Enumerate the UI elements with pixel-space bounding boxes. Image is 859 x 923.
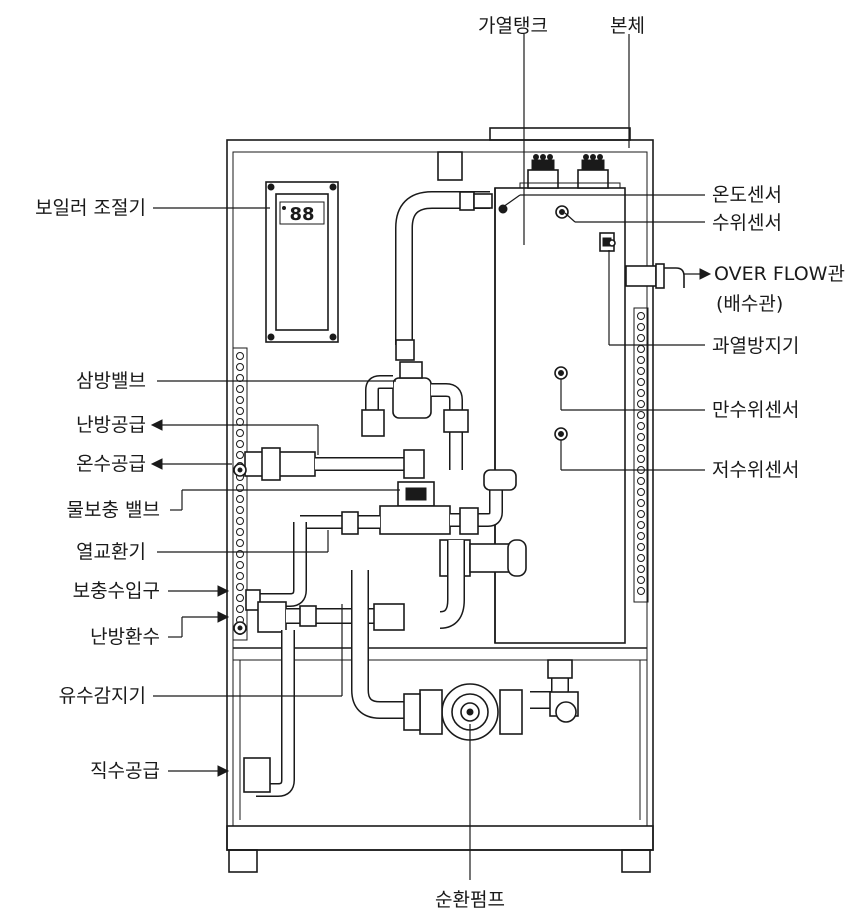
left-vent-strip bbox=[232, 347, 248, 641]
vent-hole bbox=[236, 396, 244, 404]
vent-hole bbox=[236, 517, 244, 525]
vent-hole bbox=[637, 334, 645, 342]
label-direct-water-supply: 직수공급 bbox=[90, 760, 160, 782]
label-overflow-pipe: OVER FLOW관 bbox=[714, 263, 845, 285]
label-heat-exchanger: 열교환기 bbox=[76, 541, 146, 563]
left-vent-holes bbox=[236, 352, 244, 635]
overheat-protector-icon bbox=[599, 232, 616, 252]
label-hot-water-supply: 온수공급 bbox=[76, 453, 146, 475]
label-heating-return: 난방환수 bbox=[90, 626, 160, 648]
vent-hole bbox=[236, 363, 244, 371]
vent-hole bbox=[637, 378, 645, 386]
vent-hole bbox=[637, 400, 645, 408]
label-three-way-valve: 삼방밸브 bbox=[76, 370, 146, 392]
full-level-sensor-icon bbox=[554, 366, 568, 380]
label-flow-detector: 유수감지기 bbox=[59, 685, 146, 707]
vent-hole bbox=[236, 528, 244, 536]
leader-lines bbox=[150, 34, 712, 880]
vent-hole bbox=[637, 488, 645, 496]
vent-hole bbox=[637, 532, 645, 540]
vent-hole bbox=[236, 605, 244, 613]
label-full-level-sensor: 만수위센서 bbox=[712, 399, 799, 421]
vent-hole bbox=[236, 506, 244, 514]
label-overheat-protector: 과열방지기 bbox=[712, 335, 799, 357]
vent-hole bbox=[637, 554, 645, 562]
vent-hole bbox=[637, 444, 645, 452]
cabinet-frame bbox=[226, 127, 654, 873]
vent-hole bbox=[236, 484, 244, 492]
vent-hole bbox=[236, 495, 244, 503]
label-low-level-sensor: 저수위센서 bbox=[712, 459, 799, 481]
vent-hole bbox=[637, 411, 645, 419]
vent-hole bbox=[637, 455, 645, 463]
overflow-pipe bbox=[625, 263, 685, 289]
low-level-sensor-icon bbox=[554, 427, 568, 441]
vent-hole bbox=[236, 550, 244, 558]
vent-hole bbox=[236, 352, 244, 360]
label-temp-sensor: 온도센서 bbox=[712, 184, 782, 206]
vent-hole bbox=[637, 433, 645, 441]
piping bbox=[233, 191, 579, 797]
label-drain-pipe: (배수관) bbox=[716, 293, 783, 315]
vent-hole bbox=[637, 367, 645, 375]
label-boiler-controller: 보일러 조절기 bbox=[35, 197, 146, 219]
vent-hole bbox=[637, 345, 645, 353]
label-heating-supply: 난방공급 bbox=[76, 414, 146, 436]
level-sensor-icon bbox=[555, 205, 569, 219]
label-level-sensor: 수위센서 bbox=[712, 212, 782, 234]
vent-hole bbox=[236, 440, 244, 448]
vent-hole bbox=[637, 543, 645, 551]
vent-hole bbox=[236, 539, 244, 547]
vent-hole bbox=[637, 312, 645, 320]
vent-hole bbox=[236, 407, 244, 415]
vent-hole bbox=[236, 583, 244, 591]
label-refill-inlet: 보충수입구 bbox=[73, 580, 160, 602]
label-circulation-pump: 순환펌프 bbox=[435, 889, 505, 911]
temp-sensor-icon bbox=[498, 204, 508, 214]
vent-hole bbox=[637, 356, 645, 364]
vent-hole bbox=[637, 499, 645, 507]
boiler-controller: 88 bbox=[265, 181, 339, 343]
vent-hole bbox=[637, 587, 645, 595]
vent-hole bbox=[236, 451, 244, 459]
vent-hole bbox=[236, 594, 244, 602]
vent-hole bbox=[637, 521, 645, 529]
controller-display: 88 bbox=[289, 204, 314, 225]
vent-hole bbox=[637, 565, 645, 573]
vent-hole bbox=[236, 385, 244, 393]
vent-hole bbox=[236, 429, 244, 437]
circulation-pump-icon bbox=[403, 683, 523, 741]
labels: 가열탱크 본체 온도센서 수위센서 OVER FLOW관 (배수관) 과열방지기… bbox=[35, 15, 845, 911]
vent-hole bbox=[637, 422, 645, 430]
vent-hole bbox=[236, 561, 244, 569]
right-vent-holes bbox=[637, 312, 645, 595]
vent-hole bbox=[637, 323, 645, 331]
vent-hole bbox=[637, 389, 645, 397]
label-heating-tank: 가열탱크 bbox=[478, 15, 548, 37]
right-vent-strip bbox=[633, 307, 649, 603]
vent-hole bbox=[637, 576, 645, 584]
label-water-refill-valve: 물보충 밸브 bbox=[67, 499, 160, 521]
vent-hole bbox=[637, 510, 645, 518]
label-body: 본체 bbox=[610, 15, 645, 37]
vent-hole bbox=[236, 572, 244, 580]
vent-hole bbox=[637, 477, 645, 485]
